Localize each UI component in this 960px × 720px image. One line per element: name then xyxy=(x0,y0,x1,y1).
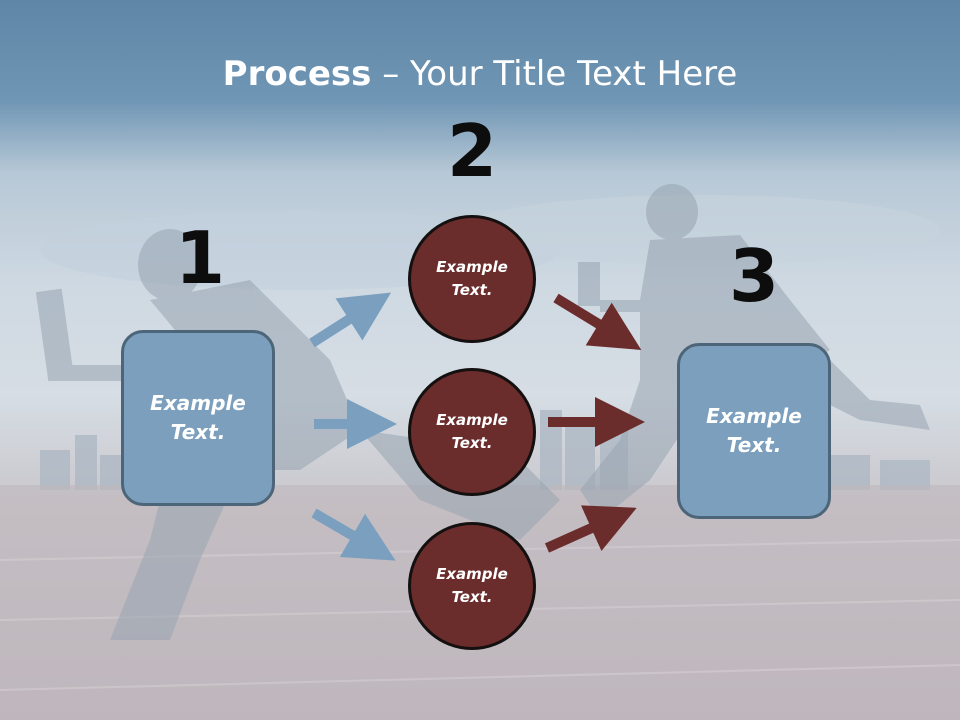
arrow-1-to-top xyxy=(309,292,392,348)
step-number-3: 3 xyxy=(728,234,780,318)
title-text: Your Title Text Here xyxy=(410,54,738,94)
step-2-top-text: Example Text. xyxy=(436,258,508,299)
step-3-box: Example Text. xyxy=(677,343,831,519)
arrow-1-to-bottom xyxy=(311,508,396,561)
slide-title: Process – Your Title Text Here xyxy=(0,52,960,96)
step-1-text: Example Text. xyxy=(150,391,246,444)
step-number-2: 2 xyxy=(446,109,498,193)
arrow-bottom-to-3 xyxy=(544,505,637,553)
step-number-1: 1 xyxy=(174,216,226,300)
step-2-bottom-text: Example Text. xyxy=(436,565,508,606)
arrow-top-to-3 xyxy=(553,293,642,351)
step-2-circle-bottom: Example Text. xyxy=(408,522,536,650)
step-2-middle-text: Example Text. xyxy=(436,411,508,452)
step-2-circle-top: Example Text. xyxy=(408,215,536,343)
title-bold: Process xyxy=(222,54,372,94)
step-2-circle-middle: Example Text. xyxy=(408,368,536,496)
title-dash: – xyxy=(371,54,411,94)
step-3-text: Example Text. xyxy=(706,404,802,457)
step-1-box: Example Text. xyxy=(121,330,275,506)
